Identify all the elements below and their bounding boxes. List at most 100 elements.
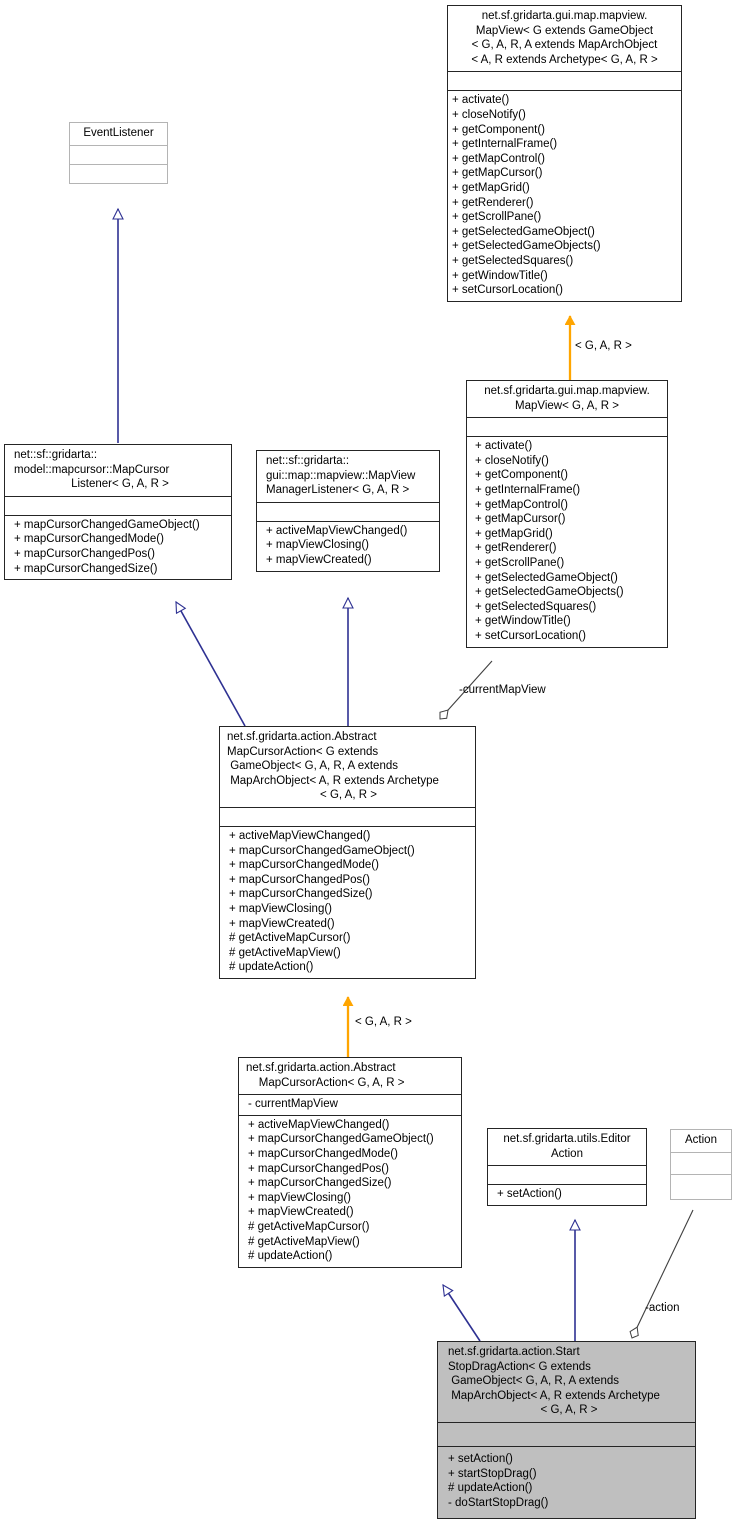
operation: + getMapGrid() bbox=[475, 527, 553, 540]
class-operations-start-stop-drag-action: + setAction() + startStopDrag() # update… bbox=[438, 1445, 695, 1518]
operation: + closeNotify() bbox=[475, 454, 549, 467]
edge-label-template-gar-mid: < G, A, R > bbox=[355, 1016, 412, 1028]
operation: + closeNotify() bbox=[452, 108, 526, 121]
class-operations-map-view-manager-listener: + activeMapViewChanged() + mapViewClosin… bbox=[257, 520, 439, 571]
operation: + setAction() bbox=[448, 1452, 513, 1465]
class-box-abstract-map-cursor-action-generic[interactable]: net.sf.gridarta.action.Abstract MapCurso… bbox=[219, 726, 476, 979]
title-line: GameObject< G, A, R, A extends bbox=[227, 760, 398, 773]
title-line: MapView< G, A, R > bbox=[515, 399, 619, 412]
edge-action-aggregation bbox=[629, 1209, 694, 1339]
title-line: net.sf.gridarta.action.Abstract bbox=[227, 731, 377, 743]
class-title-start-stop-drag-action: net.sf.gridarta.action.Start StopDragAct… bbox=[438, 1342, 695, 1422]
class-box-map-view-manager-listener[interactable]: net::sf::gridarta:: gui::map::mapview::M… bbox=[256, 450, 440, 572]
operation: + mapCursorChangedMode() bbox=[229, 859, 379, 872]
operation: + getMapControl() bbox=[452, 152, 545, 165]
operation: + getWindowTitle() bbox=[475, 615, 571, 628]
class-operations-map-view-generic: + activate() + closeNotify() + getCompon… bbox=[448, 90, 681, 300]
class-attributes-map-view-generic bbox=[448, 71, 681, 90]
operation: # getActiveMapView() bbox=[229, 946, 341, 959]
class-attributes-action bbox=[671, 1151, 731, 1174]
operation: + mapCursorChangedGameObject() bbox=[14, 518, 200, 531]
operation: # updateAction() bbox=[448, 1482, 533, 1495]
operation: + getMapGrid() bbox=[452, 181, 530, 194]
class-operations-editor-action: + setAction() bbox=[488, 1184, 646, 1205]
title-line: MapCursorAction< G, A, R > bbox=[246, 1076, 405, 1089]
edge-mapcursorlistener-abstractmapcursoraction bbox=[175, 600, 246, 727]
class-title-abstract-map-cursor-action-gar: net.sf.gridarta.action.Abstract MapCurso… bbox=[239, 1058, 461, 1094]
title-line: net.sf.gridarta.gui.map.mapview. bbox=[484, 385, 650, 397]
operation: + getSelectedGameObject() bbox=[475, 571, 618, 584]
operation: + mapCursorChangedPos() bbox=[248, 1162, 389, 1175]
class-attributes-map-cursor-listener bbox=[5, 495, 231, 515]
operation: + mapCursorChangedMode() bbox=[14, 533, 164, 546]
operation: + getMapControl() bbox=[475, 498, 568, 511]
class-title-map-cursor-listener: net::sf::gridarta:: model::mapcursor::Ma… bbox=[5, 445, 231, 496]
operation: + getMapCursor() bbox=[452, 167, 543, 180]
title-line: MapView< G extends GameObject bbox=[475, 24, 654, 37]
operation: + mapViewCreated() bbox=[266, 553, 372, 566]
operation: + mapViewClosing() bbox=[266, 539, 370, 552]
operation: + mapViewClosing() bbox=[229, 902, 333, 915]
class-box-map-view-gar[interactable]: net.sf.gridarta.gui.map.mapview. MapView… bbox=[466, 380, 668, 648]
operation: + getRenderer() bbox=[475, 542, 557, 555]
operation: + getRenderer() bbox=[452, 196, 534, 209]
class-box-abstract-map-cursor-action-gar[interactable]: net.sf.gridarta.action.Abstract MapCurso… bbox=[238, 1057, 462, 1268]
title-line: model::mapcursor::MapCursor bbox=[14, 463, 170, 476]
operation: + getInternalFrame() bbox=[452, 138, 558, 151]
title-line: net.sf.gridarta.utils.Editor bbox=[503, 1133, 631, 1145]
operation: + getSelectedSquares() bbox=[452, 254, 574, 267]
operation: - doStartStopDrag() bbox=[448, 1496, 549, 1509]
operation: + getMapCursor() bbox=[475, 513, 566, 526]
operation: + activate() bbox=[452, 94, 510, 107]
operation: + mapViewCreated() bbox=[229, 917, 335, 930]
title-line: < G, A, R > bbox=[320, 789, 377, 802]
title-line: MapCursorAction< G extends bbox=[227, 745, 379, 758]
operation: + getWindowTitle() bbox=[452, 269, 548, 282]
class-box-map-view-generic[interactable]: net.sf.gridarta.gui.map.mapview. MapView… bbox=[447, 5, 682, 302]
operation: + mapCursorChangedGameObject() bbox=[248, 1133, 434, 1146]
class-attributes-abstract-map-cursor-action-generic bbox=[220, 806, 475, 826]
operation: + mapCursorChangedSize() bbox=[229, 888, 373, 901]
edge-abstractmapcursoraction-startstopdrag bbox=[442, 1283, 481, 1342]
class-box-editor-action[interactable]: net.sf.gridarta.utils.Editor Action + se… bbox=[487, 1128, 647, 1206]
operation: + mapCursorChangedSize() bbox=[14, 562, 158, 575]
title-line: ManagerListener< G, A, R > bbox=[266, 484, 410, 497]
class-operations-abstract-map-cursor-action-generic: + activeMapViewChanged() + mapCursorChan… bbox=[220, 825, 475, 978]
operation: + setCursorLocation() bbox=[475, 629, 586, 642]
class-title-abstract-map-cursor-action-generic: net.sf.gridarta.action.Abstract MapCurso… bbox=[220, 727, 475, 807]
operation: + mapCursorChangedSize() bbox=[248, 1177, 392, 1190]
operation: + getSelectedGameObject() bbox=[452, 225, 595, 238]
operation: + getScrollPane() bbox=[452, 211, 542, 224]
edge-label-template-gar-top: < G, A, R > bbox=[575, 340, 632, 352]
class-attributes-event-listener bbox=[70, 144, 167, 164]
class-box-action[interactable]: Action bbox=[670, 1129, 732, 1200]
class-attributes-map-view-manager-listener bbox=[257, 501, 439, 521]
operation: + mapCursorChangedPos() bbox=[229, 873, 370, 886]
title-line: < G, A, R, A extends MapArchObject bbox=[471, 39, 658, 52]
class-attributes-editor-action bbox=[488, 1165, 646, 1184]
class-box-event-listener[interactable]: EventListener bbox=[69, 122, 168, 184]
class-operations-action bbox=[671, 1173, 731, 1199]
operation: + mapCursorChangedMode() bbox=[248, 1147, 398, 1160]
operation: # getActiveMapCursor() bbox=[248, 1220, 370, 1233]
edge-label-current-map-view: -currentMapView bbox=[459, 684, 546, 696]
title-line: GameObject< G, A, R, A extends bbox=[448, 1375, 619, 1388]
operation: + activate() bbox=[475, 440, 533, 453]
class-title-editor-action: net.sf.gridarta.utils.Editor Action bbox=[488, 1129, 646, 1165]
class-operations-abstract-map-cursor-action-gar: + activeMapViewChanged() + mapCursorChan… bbox=[239, 1114, 461, 1267]
class-title-event-listener: EventListener bbox=[70, 123, 167, 145]
title-line: Listener< G, A, R > bbox=[71, 478, 169, 491]
title-line: Action bbox=[685, 1134, 717, 1146]
operation: + mapViewCreated() bbox=[248, 1206, 354, 1219]
class-box-map-cursor-listener[interactable]: net::sf::gridarta:: model::mapcursor::Ma… bbox=[4, 444, 232, 581]
class-attributes-abstract-map-cursor-action-gar: - currentMapView bbox=[239, 1094, 461, 1115]
class-operations-map-view-gar: + activate() + closeNotify() + getCompon… bbox=[467, 436, 667, 646]
operation: + mapCursorChangedGameObject() bbox=[229, 844, 415, 857]
operation: + getSelectedGameObjects() bbox=[475, 586, 624, 599]
operation: + mapViewClosing() bbox=[248, 1191, 352, 1204]
class-operations-event-listener bbox=[70, 163, 167, 183]
operation: + getScrollPane() bbox=[475, 556, 565, 569]
class-box-start-stop-drag-action[interactable]: net.sf.gridarta.action.Start StopDragAct… bbox=[437, 1341, 696, 1520]
operation: + getInternalFrame() bbox=[475, 483, 581, 496]
